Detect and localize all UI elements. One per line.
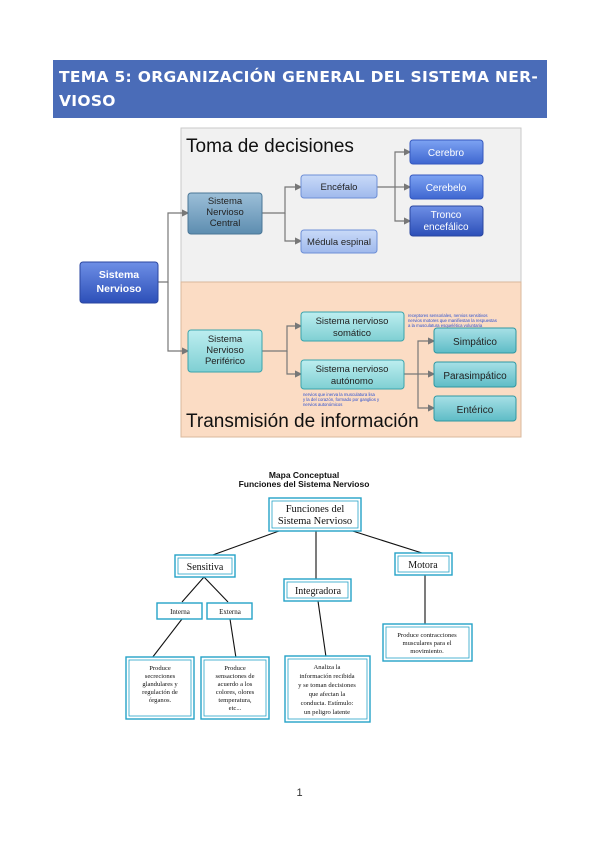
- sistema-nervioso-node: Sistema Nervioso: [79, 261, 159, 304]
- leaf-externa-line-3: acuerdo a los: [218, 681, 253, 688]
- leaf-integradora-line-3: y se toman decisiones: [298, 682, 356, 689]
- motora-label: Motora: [408, 560, 438, 571]
- medula-node: Médula espinal: [300, 229, 378, 254]
- leaf-externa-line-4: colores, olores: [216, 689, 255, 696]
- cerebelo-label: Cerebelo: [426, 183, 467, 194]
- interna-box: [156, 602, 203, 620]
- somatico-node: Sistema nervioso somático: [300, 311, 405, 342]
- leaf-motora-line-2: musculares para el: [402, 640, 451, 647]
- externa-leaf-box: [200, 656, 270, 720]
- cerebelo-node: Cerebelo: [409, 174, 484, 200]
- parasimpatico-label: Parasimpático: [443, 371, 507, 382]
- section-bottom-label: Transmisión de información: [186, 411, 419, 432]
- autonomo-node: Sistema nervioso autónomo: [300, 359, 405, 390]
- concept-map-title-1: Mapa Conceptual: [269, 470, 339, 480]
- page-number: 1: [296, 787, 303, 799]
- concept-root-line-1: Funciones del: [286, 504, 345, 515]
- leaf-integradora-line-5: conducta. Estímulo:: [301, 700, 354, 707]
- autonomo-line-2: autónomo: [331, 376, 373, 387]
- note-autonomo-line-1: nervios que inerva la musculatura lisa: [303, 392, 375, 397]
- leaf-integradora-line-6: un peligro latente: [304, 709, 350, 716]
- snp-line-1: Sistema: [208, 334, 243, 345]
- snc-line-2: Nervioso: [206, 207, 244, 218]
- note-autonomo-line-2: y la del corazón, formado por ganglios y: [303, 397, 380, 402]
- section-top-label: Toma de decisiones: [186, 136, 354, 157]
- encefalo-node: Encéfalo: [300, 174, 378, 199]
- concept-map-title-2: Funciones del Sistema Nervioso: [239, 479, 370, 489]
- leaf-integradora-line-2: información recibida: [299, 673, 354, 680]
- autonomo-note: nervios que inerva la musculatura lisa y…: [303, 392, 380, 407]
- concept-root-line-2: Sistema Nervioso: [278, 516, 352, 527]
- motora-leaf-box: [382, 623, 473, 662]
- leaf-interna-line-3: glandulares y: [142, 681, 178, 688]
- note-autonomo-line-3: nervios autonómicos: [303, 402, 342, 407]
- interna-leaf-box: [125, 656, 195, 720]
- externa-label: Externa: [219, 608, 242, 616]
- root-line-1: Sistema: [99, 269, 139, 281]
- sensitiva-box: [174, 554, 236, 578]
- cerebro-label: Cerebro: [428, 148, 465, 159]
- title-line-1: TEMA 5: ORGANIZACIÓN GENERAL DEL SISTEMA…: [59, 68, 539, 86]
- snp-line-2: Nervioso: [206, 345, 244, 356]
- note-somatico-line-2: nervios motores que manifiestan la respu…: [408, 318, 497, 323]
- note-somatico-line-3: a la musculatura esquelética voluntaria: [408, 323, 483, 328]
- integradora-leaf-box: [284, 655, 371, 723]
- leaf-motora-line-1: Produce contracciones: [397, 632, 457, 639]
- simpatico-label: Simpático: [453, 337, 497, 348]
- integradora-label: Integradora: [295, 586, 342, 597]
- encefalo-label: Encéfalo: [321, 182, 358, 193]
- snc-node: Sistema Nervioso Central: [187, 192, 263, 235]
- somatico-line-1: Sistema nervioso: [316, 316, 389, 327]
- leaf-externa-line-1: Produce: [224, 665, 246, 672]
- leaf-integradora-line-4: que afectan la: [309, 691, 346, 698]
- leaf-externa-line-6: etc...: [229, 705, 242, 712]
- parasimpatico-node: Parasimpático: [433, 361, 517, 388]
- root-line-2: Nervioso: [97, 283, 142, 295]
- somatico-line-2: somático: [333, 328, 371, 339]
- sensitiva-label: Sensitiva: [187, 562, 224, 573]
- snp-node: Sistema Nervioso Periférico: [187, 329, 263, 373]
- title-line-2: VIOSO: [59, 92, 116, 110]
- note-somatico-line-1: receptores sensoriales, nervios sensitiv…: [408, 313, 488, 318]
- motora-box: [394, 552, 453, 576]
- autonomo-line-1: Sistema nervioso: [316, 364, 389, 375]
- enterico-node: Entérico: [433, 395, 517, 422]
- leaf-interna-line-1: Produce: [149, 665, 171, 672]
- snp-line-3: Periférico: [205, 356, 245, 367]
- leaf-interna-line-4: regulación de: [142, 689, 178, 696]
- title-banner: TEMA 5: ORGANIZACIÓN GENERAL DEL SISTEMA…: [53, 60, 547, 118]
- enterico-label: Entérico: [457, 405, 494, 416]
- leaf-externa-line-5: temperatura,: [218, 697, 251, 704]
- cerebro-node: Cerebro: [409, 139, 484, 165]
- leaf-motora-line-3: movimiento.: [410, 648, 444, 655]
- externa-box: [206, 602, 253, 620]
- snc-line-1: Sistema: [208, 196, 243, 207]
- integradora-box: [283, 578, 352, 602]
- tronco-line-1: Tronco: [431, 210, 462, 221]
- leaf-interna-line-2: secreciones: [145, 673, 176, 680]
- page-title: TEMA 5: ORGANIZACIÓN GENERAL DEL SISTEMA…: [59, 65, 539, 113]
- somatico-note: receptores sensoriales, nervios sensitiv…: [408, 313, 497, 328]
- snc-line-3: Central: [210, 218, 241, 229]
- medula-label: Médula espinal: [307, 237, 371, 248]
- leaf-integradora-line-1: Analiza la: [314, 664, 341, 671]
- leaf-externa-line-2: sensaciones de: [216, 673, 255, 680]
- tronco-line-2: encefálico: [423, 222, 468, 233]
- leaf-interna-line-5: órganos.: [149, 697, 172, 704]
- interna-label: Interna: [170, 608, 191, 616]
- root-box: [268, 497, 362, 532]
- tronco-node: Tronco encefálico: [409, 205, 484, 237]
- simpatico-node: Simpático: [433, 327, 517, 354]
